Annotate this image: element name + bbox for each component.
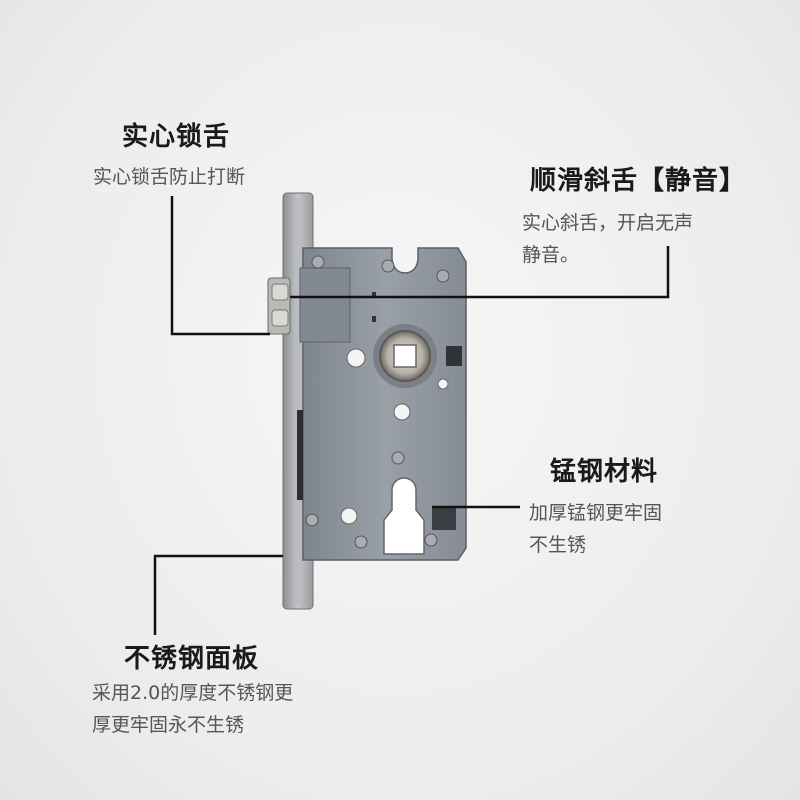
smooth-latch-desc-line1: 实心斜舌，开启无声 <box>522 212 694 234</box>
manganese-steel-desc-line2: 不生锈 <box>529 534 587 556</box>
smooth-latch-title: 顺滑斜舌【静音】 <box>530 166 747 196</box>
bolts <box>267 277 291 335</box>
stainless-panel-desc-line2: 厚更牢固永不生锈 <box>92 714 245 736</box>
smooth-latch-desc-line2: 静音。 <box>522 244 580 266</box>
leader-stainless-panel <box>153 554 283 635</box>
manganese-steel-title: 锰钢材料 <box>550 457 659 487</box>
leader-solid-bolt <box>170 196 270 336</box>
solid-bolt-desc: 实心锁舌防止打断 <box>93 166 246 188</box>
leader-smooth-latch <box>290 246 670 299</box>
lock-case <box>297 247 467 561</box>
manganese-steel-desc-line1: 加厚锰钢更牢固 <box>529 502 663 524</box>
solid-bolt-title: 实心锁舌 <box>122 122 231 152</box>
stainless-panel-desc-line1: 采用2.0的厚度不锈钢更 <box>92 682 294 704</box>
leader-lines <box>153 196 670 635</box>
stainless-panel-title: 不锈钢面板 <box>124 644 260 674</box>
